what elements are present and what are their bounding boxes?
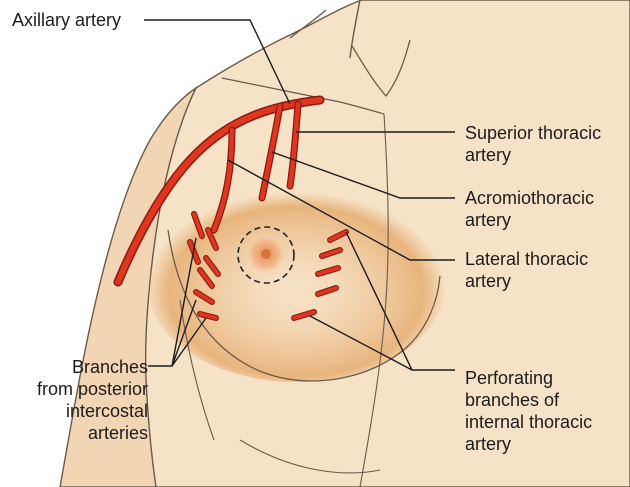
label-perforating-branches: Perforating branches of internal thoraci… <box>465 367 592 455</box>
label-axillary-artery: Axillary artery <box>12 9 121 31</box>
nipple <box>261 249 271 259</box>
label-superior-thoracic-artery: Superior thoracic artery <box>465 122 601 166</box>
label-lateral-thoracic-artery: Lateral thoracic artery <box>465 248 588 292</box>
label-acromiothoracic-artery: Acromiothoracic artery <box>465 187 594 231</box>
label-posterior-intercostal-branches: Branches from posterior intercostal arte… <box>8 356 148 444</box>
